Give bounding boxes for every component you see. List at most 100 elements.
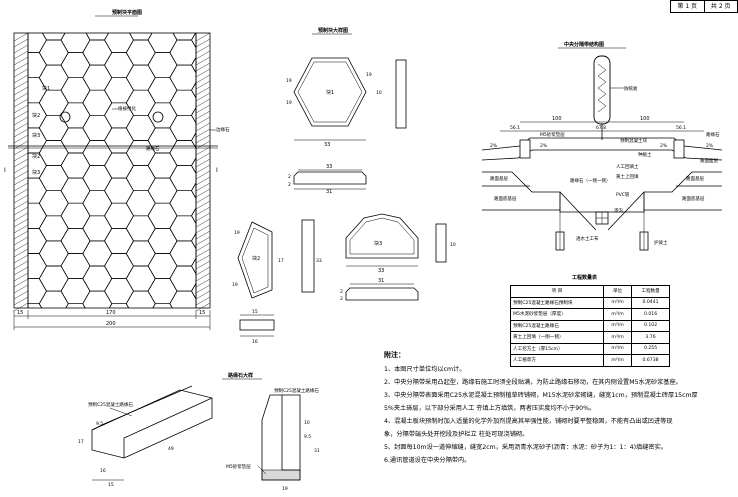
hexagon-block <box>38 89 69 116</box>
hatch-line <box>195 122 211 132</box>
note-item: 1、本图尺寸单位均以cm计。 <box>384 366 466 373</box>
hexagon-block <box>191 282 196 300</box>
table-cell: 0.016 <box>631 308 670 321</box>
hexagon-block <box>60 177 91 204</box>
board-pattern <box>597 63 607 113</box>
slope-label: 2% <box>540 143 548 149</box>
hexagon-block <box>191 182 196 200</box>
hatch-line <box>195 230 211 240</box>
hexagon-block <box>0 316 25 341</box>
table-row: 预制C25混凝土路缘石 m³/m 0.102 <box>510 319 670 332</box>
hatch-line <box>13 272 29 282</box>
curb-edge <box>91 423 105 431</box>
hatch-line <box>13 164 29 174</box>
hexagon-block <box>82 165 113 192</box>
table-header: 单位 <box>602 285 633 298</box>
hexagon-block <box>191 56 196 74</box>
block1-profile <box>293 171 367 185</box>
section-label: 黄土上回填 <box>616 173 639 180</box>
hexagon-block <box>39 316 68 341</box>
hatch-line <box>195 140 211 150</box>
section-mark-right: I <box>216 167 218 174</box>
section-label: 路面面层 <box>700 157 718 164</box>
hatch-line <box>195 116 211 126</box>
dim-label: 10 <box>376 90 382 96</box>
hexagon-block <box>85 33 109 41</box>
hexagon-block <box>82 240 113 267</box>
note-item: 3、中央分隔带表面采用C25水泥混凝土预制植草砖铺砌，M15水泥砂浆砌缝，缝宽1… <box>384 392 698 399</box>
dim-label: 19 <box>286 100 292 106</box>
hatch-line <box>195 284 211 294</box>
hexagon-block <box>18 2 47 27</box>
hatch-line <box>195 302 211 312</box>
hexagon-block <box>129 33 153 41</box>
note-item: 5、封面每10m设一道伸缩缝，缝宽2cm，采用沥青水泥砂子(沥青：水泥：砂子为1… <box>384 444 667 451</box>
note-item: 6.通讯管道设在中央分隔带内。 <box>384 457 471 464</box>
hatch-line <box>13 176 29 186</box>
hexagon-block <box>169 89 196 116</box>
block-label: 块3 <box>32 169 40 176</box>
hexagon-block <box>60 202 91 229</box>
hatch-line <box>195 164 211 174</box>
hatch-line <box>13 128 29 138</box>
block1-outline <box>293 57 367 127</box>
dim-label: 31 <box>314 448 320 454</box>
hatch-line <box>195 128 211 138</box>
dim-label: 19 <box>232 282 238 288</box>
slope-label: 2% <box>660 143 668 149</box>
block-detail: 预制块大样图 块1 33 19 19 10 19 33 31 2 2 块2 19… <box>232 27 456 345</box>
hexagon-block <box>191 257 196 275</box>
table-cell: 0.6738 <box>631 354 670 367</box>
section-label: 渗沟 <box>614 207 623 214</box>
hexagon-block <box>213 241 242 266</box>
hexagon-block <box>125 265 156 292</box>
hexagon-block <box>147 52 178 79</box>
section-label: 预制混凝土块 <box>620 137 647 144</box>
block-label: 块2 <box>32 112 40 119</box>
curb-precast-label: 预制C25混凝土路缘石 <box>88 401 133 408</box>
table-cell: M5水泥砂浆垫层（厚度） <box>510 308 604 321</box>
dim-label: 100 <box>640 116 650 122</box>
curb-isometric <box>91 389 213 459</box>
slope <box>559 191 597 231</box>
hatch-line <box>195 242 211 252</box>
hatch-line <box>195 110 211 120</box>
dim-label: 19 <box>282 486 288 492</box>
hatch-line <box>13 284 29 294</box>
table-cell: m³/m <box>602 331 633 344</box>
hexagon-block <box>213 15 242 40</box>
block2-side <box>301 219 315 293</box>
table-row: 预制C25混凝土路缘石预制块 m³/m 0.0441 <box>510 296 670 309</box>
block2-outline <box>237 221 273 299</box>
hexagon-block <box>191 106 196 124</box>
hatch-line <box>13 116 29 126</box>
notes-block: 附注： 1、本图尺寸单位均以cm计。 2、中央分隔带采用凸起型，路缘石施工时须全… <box>384 350 734 467</box>
note-item: 4、混凝土板块预制时加入适量的化学外加剂提高其早强性能，铺砌时要平整稳固，不能有… <box>384 418 673 425</box>
hatch-line <box>195 296 211 306</box>
hexagon-block <box>169 165 196 192</box>
hatch-line <box>13 296 29 306</box>
hexagon-block <box>38 240 69 267</box>
curb-section <box>261 394 301 481</box>
hatch-line <box>13 44 29 54</box>
hatch-line <box>195 74 211 84</box>
anti-glare-board <box>593 55 611 125</box>
dim-label: 31 <box>378 278 384 284</box>
block-label: 块2 <box>32 153 40 160</box>
hatch-line <box>195 206 211 216</box>
hatch-line <box>195 200 211 210</box>
hatch-line <box>195 236 211 246</box>
hatch-line <box>195 134 211 144</box>
dim-label: 10 <box>304 420 310 426</box>
hexagon-block <box>104 152 134 179</box>
wall-hatching <box>13 32 211 312</box>
note-item: 象，分隔带端头处开挖段及护栏立 柱处可现浇铺砌。 <box>384 431 529 438</box>
hexagon-block <box>125 64 156 91</box>
hatch-line <box>195 266 211 276</box>
hexagon-block <box>60 77 91 104</box>
hexagon-block <box>213 141 242 166</box>
median-section-title: 中央分隔带结构图 <box>564 41 604 48</box>
hatch-line <box>195 272 211 282</box>
dim-label: 15 <box>199 310 205 316</box>
